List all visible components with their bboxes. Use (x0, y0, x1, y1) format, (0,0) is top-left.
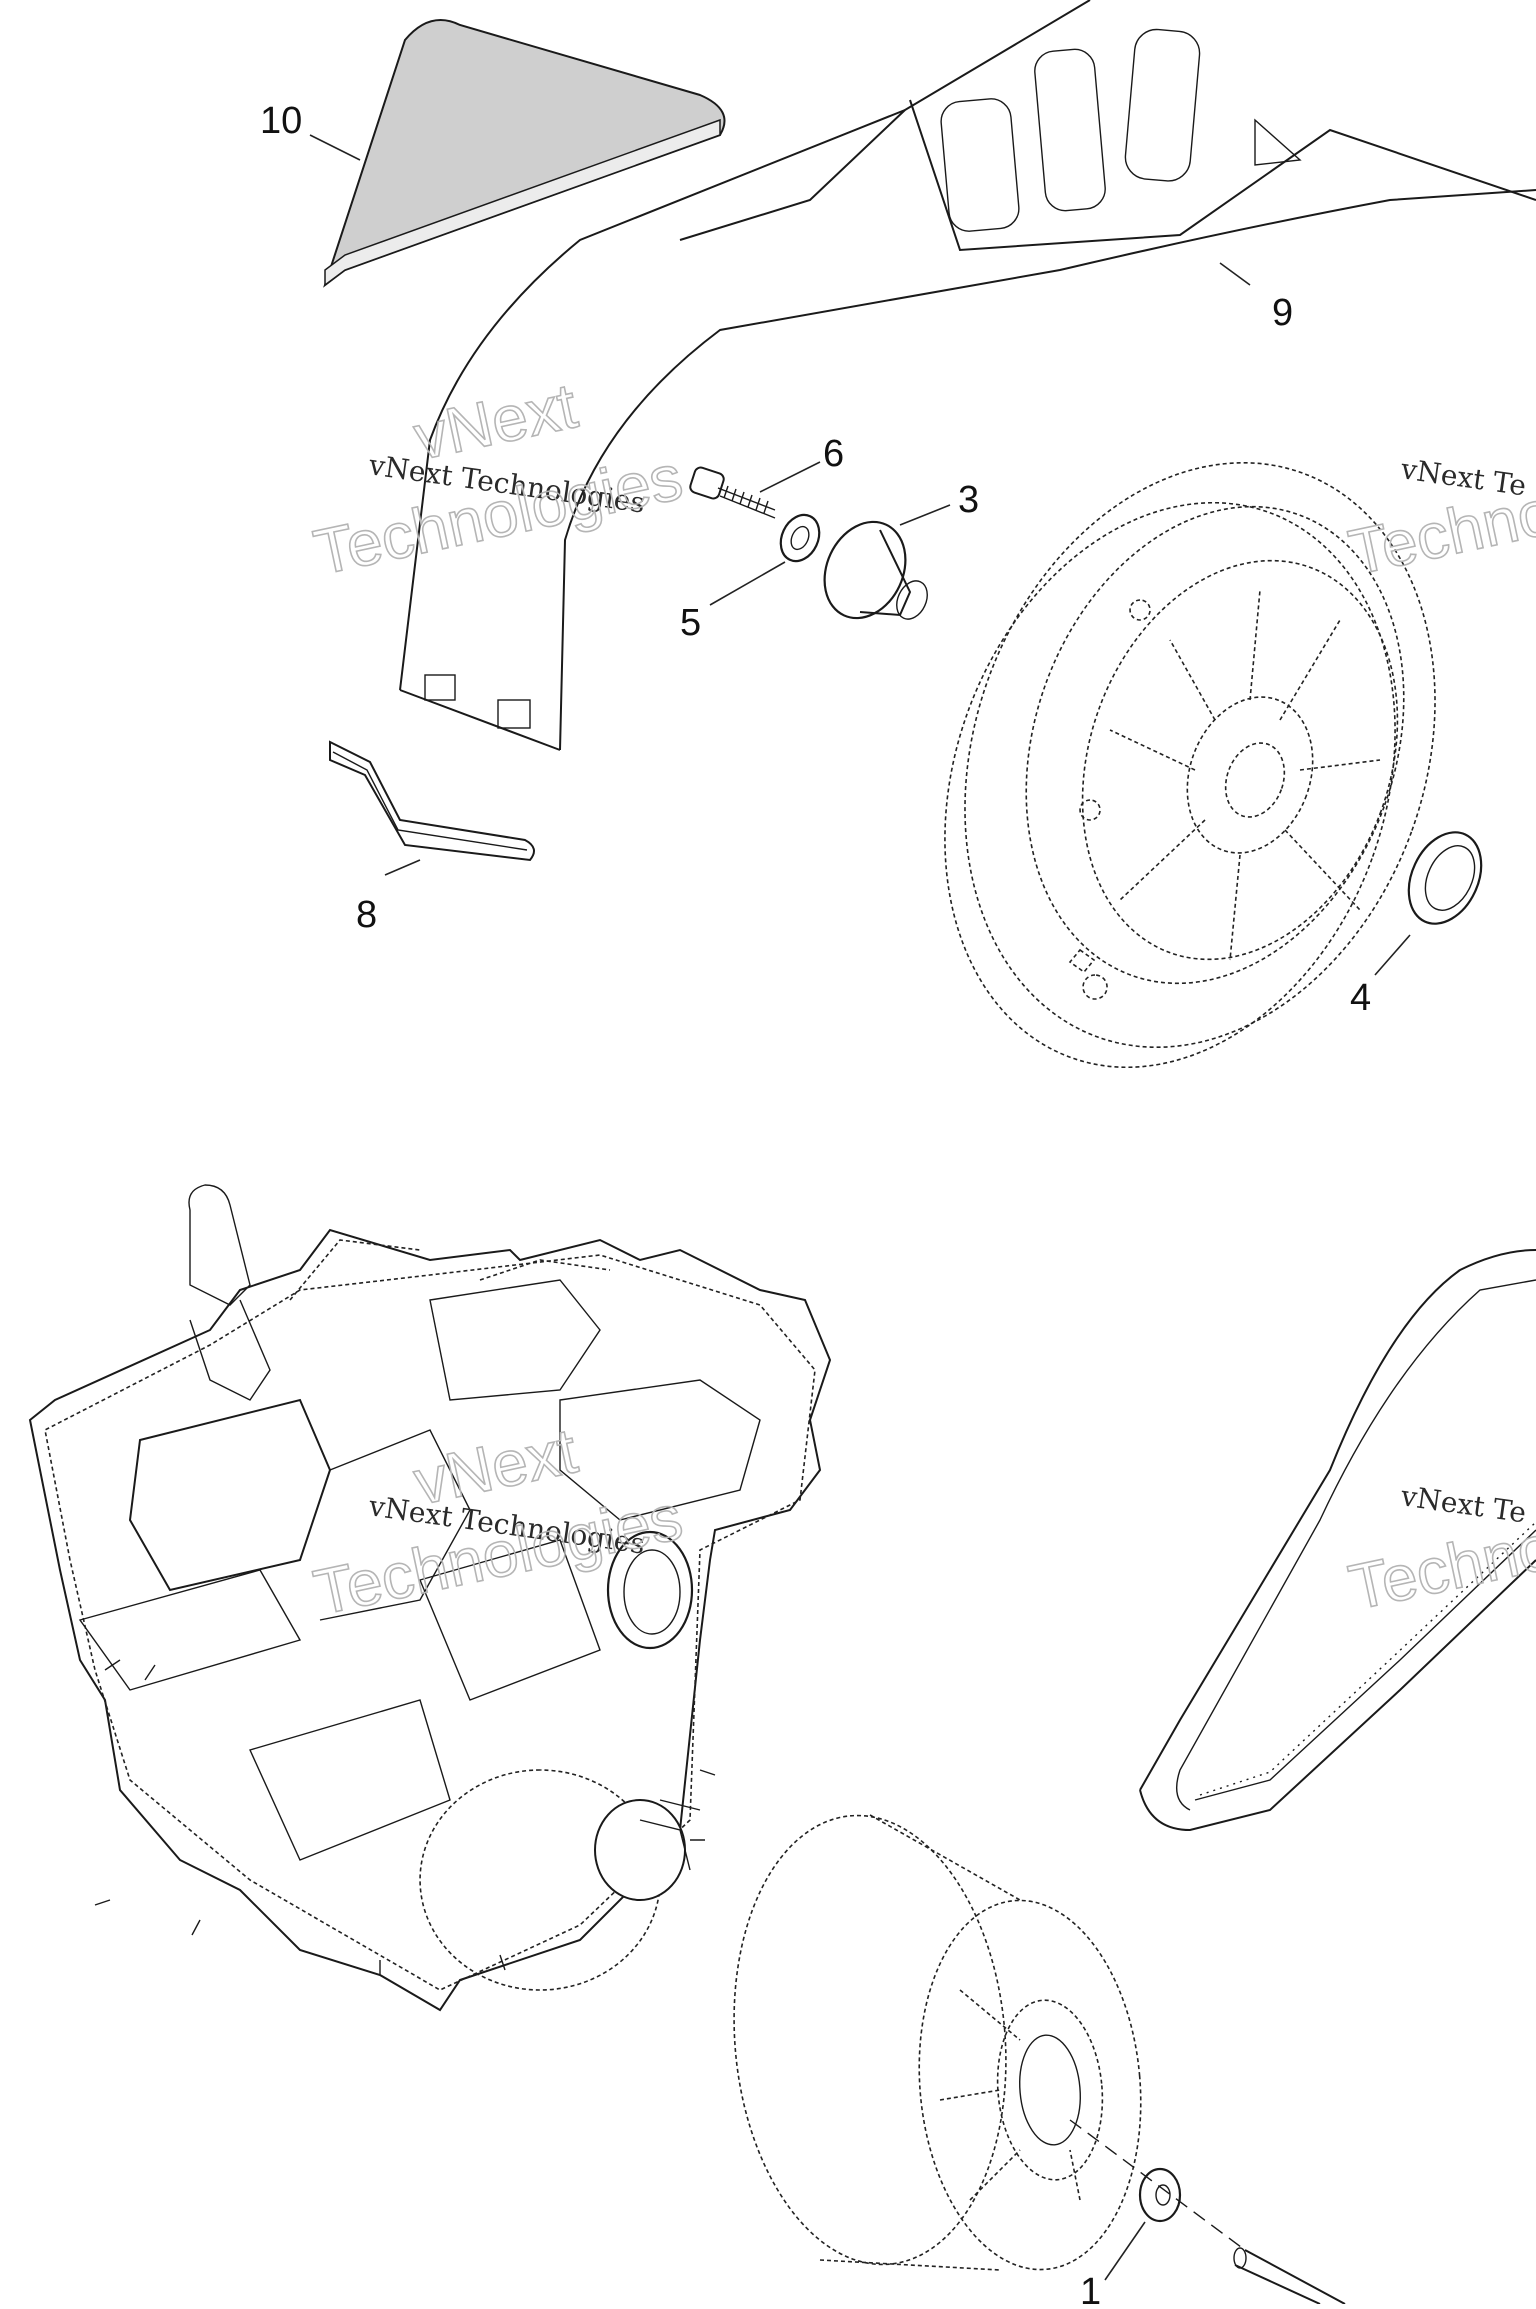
callout-3: 3 (958, 479, 979, 521)
callout-4: 4 (1350, 977, 1371, 1019)
callout-1: 1 (1080, 2271, 1101, 2304)
part-9-belt-guard (399, 0, 1536, 751)
watermark-top-left: vNext vNext Technologies Technologies (307, 368, 689, 589)
part-5-washer (779, 513, 821, 563)
callout-6: 6 (823, 433, 844, 475)
watermark-top-right: vNext Te Techno (1342, 452, 1536, 589)
watermark-partial-word: Techno (1343, 475, 1536, 588)
watermark-word-technologies: Technologies (308, 441, 688, 589)
drive-belt (1139, 1249, 1536, 1832)
leader-lines (309, 134, 1411, 2281)
callout-9: 9 (1272, 292, 1293, 334)
part-3-bushing (823, 520, 928, 620)
callout-8: 8 (356, 894, 377, 936)
engine-assembly (28, 1184, 832, 2012)
part-8-seal (329, 740, 535, 862)
callout-labels: 10 9 6 3 5 8 4 1 (260, 100, 1371, 2309)
watermark-bottom-right: vNext Te Techno (1342, 1479, 1536, 1624)
callout-5: 5 (680, 602, 701, 644)
watermark-partial-word-2: Techno (1343, 1510, 1536, 1623)
part-6-bolt (689, 466, 776, 519)
drive-pulley (733, 1814, 1142, 2271)
part-10-pad (323, 19, 726, 288)
part-4-ring (1407, 831, 1483, 925)
callout-10: 10 (260, 100, 302, 142)
part-1-washer-shaft (1069, 2119, 1346, 2305)
